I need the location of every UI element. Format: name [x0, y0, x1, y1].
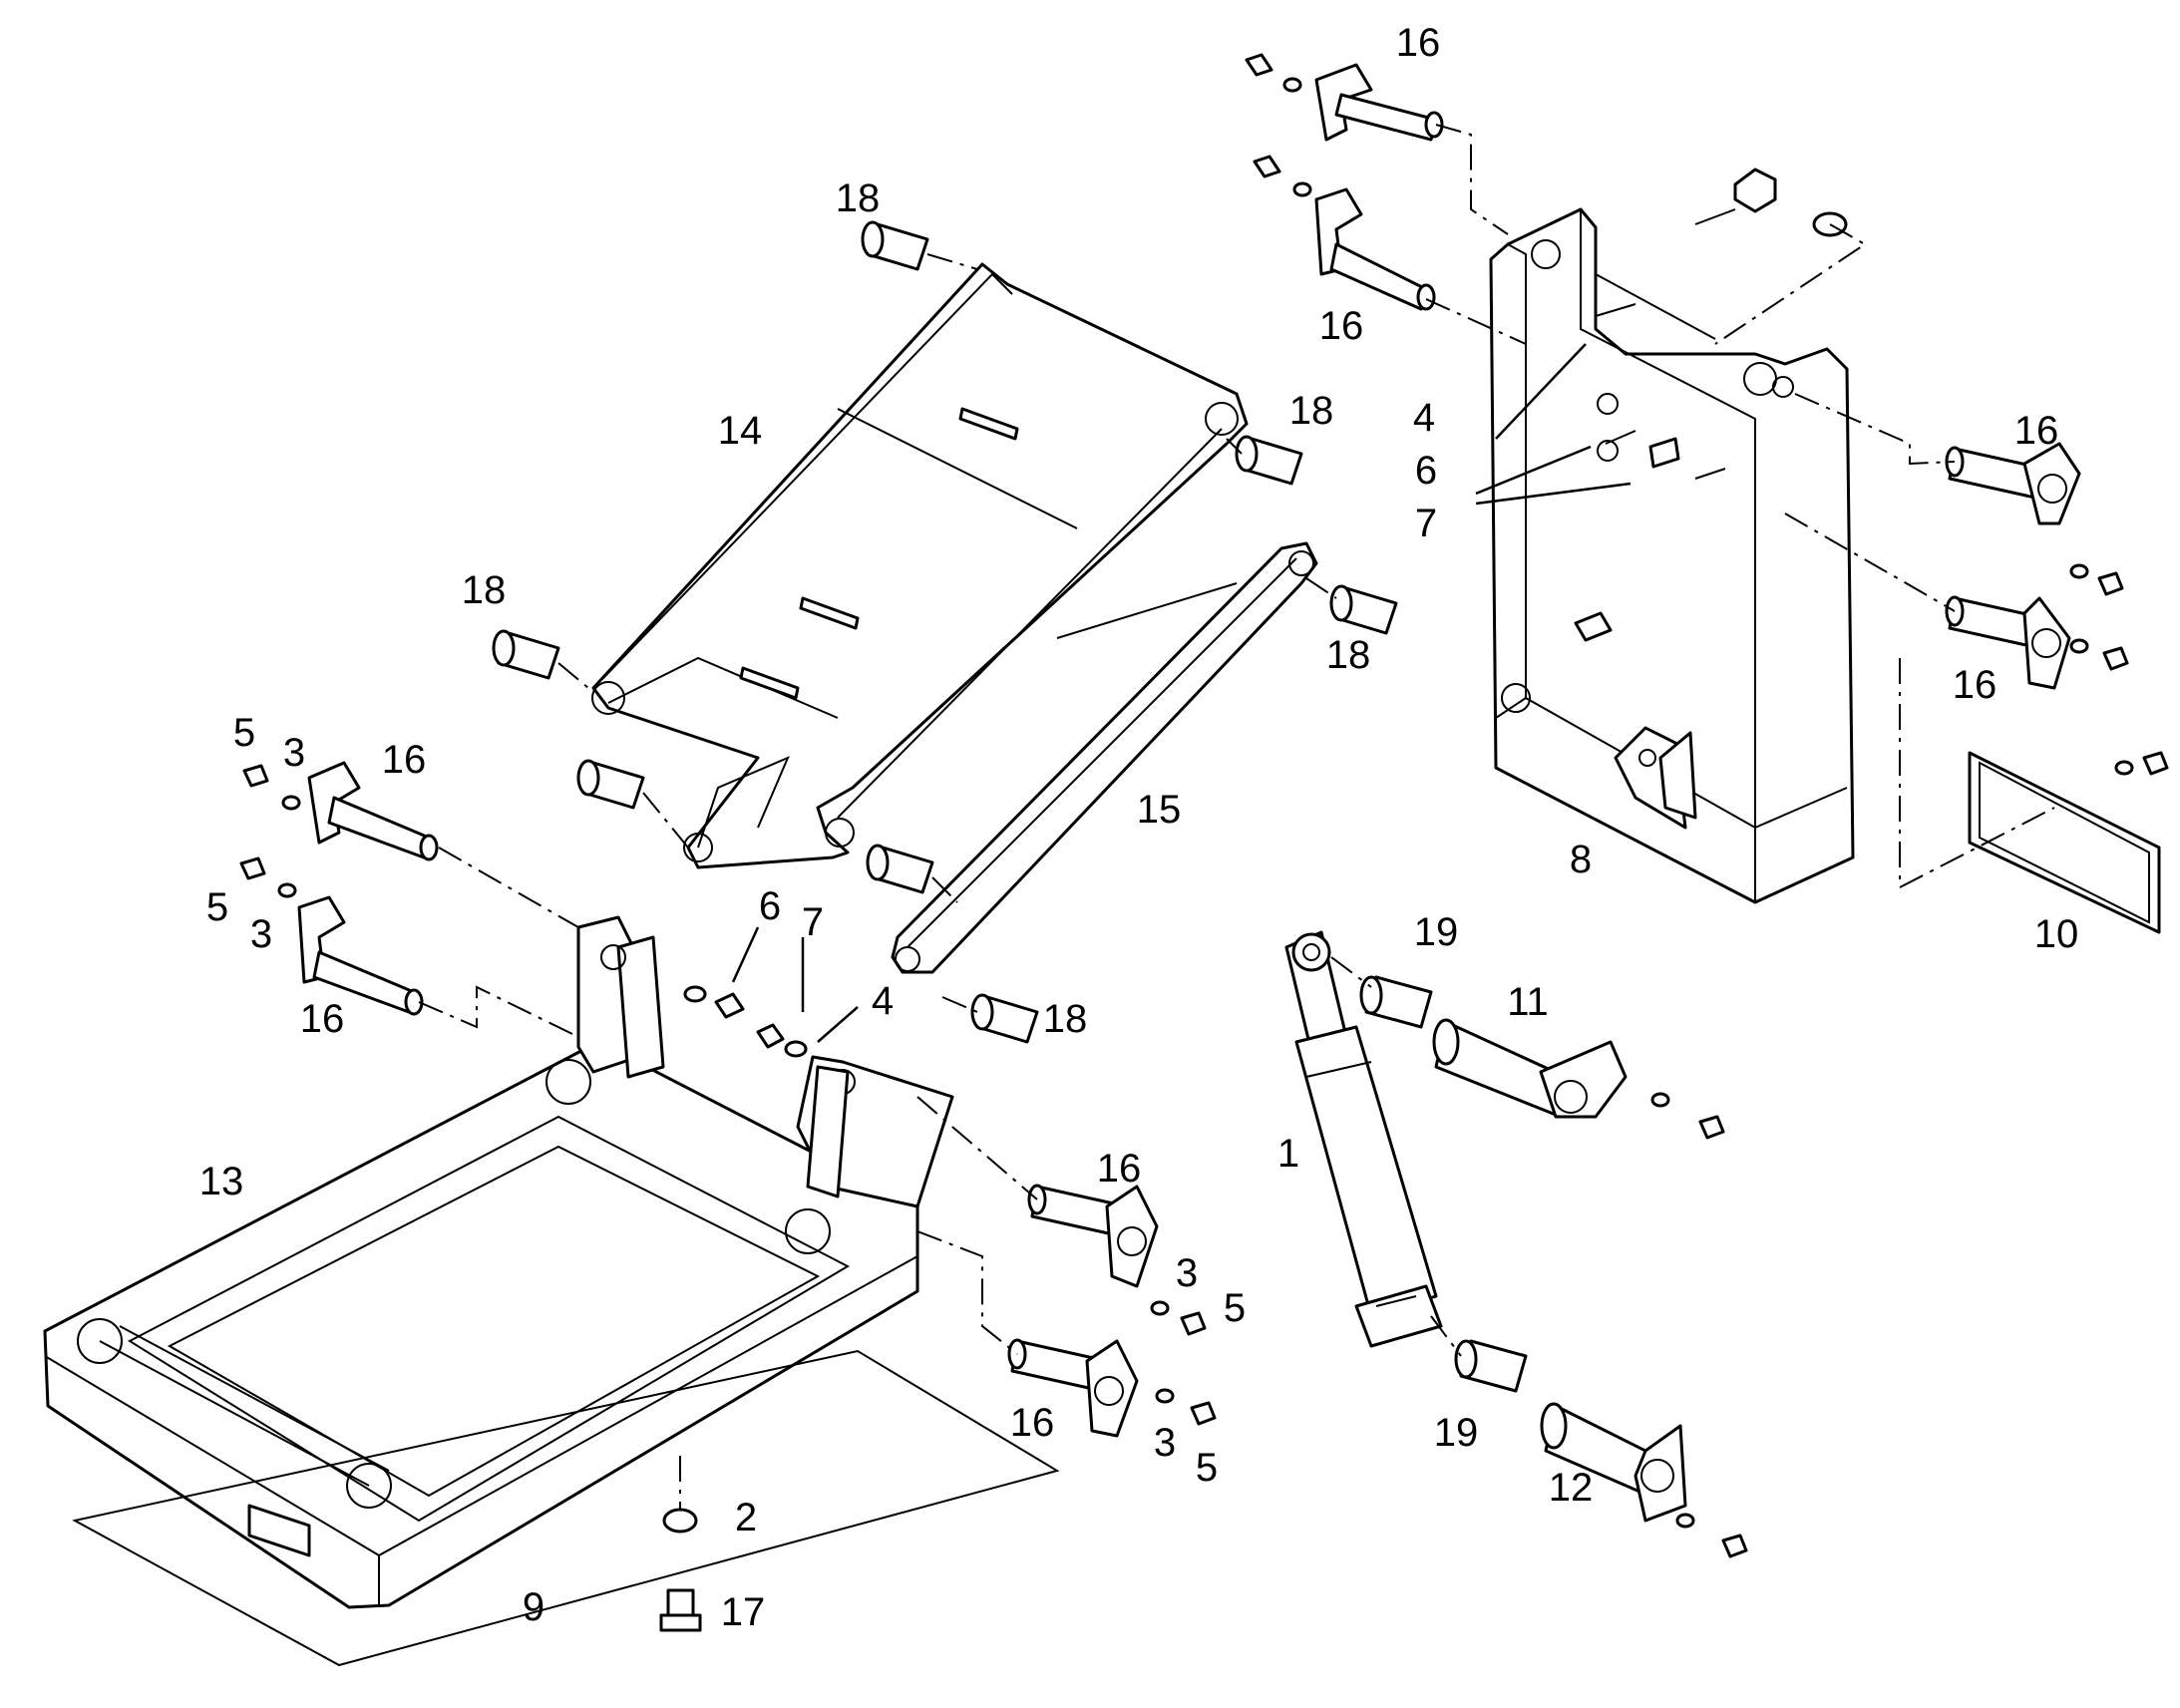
label-7: 7	[1415, 502, 1437, 545]
label-16: 16	[382, 738, 427, 782]
bushing-part-18-center	[866, 844, 934, 894]
label-3: 3	[250, 912, 272, 956]
label-16: 16	[300, 997, 345, 1041]
cover-plate-part-10	[1968, 751, 2161, 934]
label-11: 11	[1507, 980, 1549, 1024]
label-1: 1	[1277, 1132, 1299, 1176]
label-4: 4	[872, 979, 894, 1023]
label-12: 12	[1549, 1466, 1594, 1510]
label-3: 3	[1154, 1421, 1176, 1465]
label-13: 13	[199, 1160, 244, 1203]
label-5: 5	[1224, 1286, 1246, 1330]
label-7: 7	[802, 900, 824, 944]
label-16: 16	[1097, 1147, 1142, 1191]
label-16: 16	[1953, 663, 1998, 707]
label-18: 18	[1289, 389, 1334, 433]
pin-part-16-top-1	[1314, 63, 1444, 142]
label-18: 18	[1326, 633, 1371, 677]
label-5: 5	[1196, 1446, 1218, 1490]
fastener-hardware	[239, 53, 2169, 1632]
label-3: 3	[283, 731, 305, 775]
pin-part-16-right-1	[1945, 442, 2081, 525]
pin-part-11	[1432, 1018, 1628, 1119]
pin-part-12	[1540, 1402, 1687, 1523]
pin-part-16-left-1	[307, 761, 439, 861]
label-19: 19	[1414, 910, 1459, 954]
label-18: 18	[1043, 997, 1088, 1041]
bushing-part-18-top	[861, 220, 929, 271]
label-18: 18	[836, 176, 881, 220]
pin-part-16-left-2	[297, 895, 424, 1016]
label-10: 10	[2034, 912, 2079, 956]
upright-frame-part-8	[1489, 207, 1855, 904]
link-rod-part-15	[891, 541, 1318, 974]
label-14: 14	[718, 409, 763, 453]
bushing-part-18-lower-right	[1329, 584, 1398, 635]
label-3: 3	[1176, 1251, 1198, 1295]
label-16: 16	[1396, 21, 1441, 65]
label-6: 6	[1415, 449, 1437, 493]
bushing-part-19-lower	[1454, 1339, 1528, 1393]
label-16: 16	[2014, 409, 2059, 453]
label-4: 4	[1413, 396, 1435, 440]
bushing-part-18-right	[1235, 435, 1303, 486]
bottom-plate-part-9	[72, 1349, 1060, 1667]
leader-arrows	[731, 343, 1632, 1043]
label-2: 2	[735, 1496, 757, 1539]
label-18: 18	[462, 568, 507, 612]
label-5: 5	[233, 711, 255, 755]
label-8: 8	[1570, 838, 1592, 881]
label-5: 5	[206, 885, 228, 929]
label-16: 16	[1010, 1401, 1055, 1445]
label-6: 6	[759, 884, 781, 928]
bushing-part-18-bottom	[970, 993, 1039, 1044]
label-9: 9	[523, 1585, 545, 1629]
pin-part-16-bottom-2	[1007, 1338, 1139, 1438]
label-15: 15	[1137, 788, 1182, 832]
pin-part-16-bottom-1	[1027, 1184, 1159, 1288]
centre-lines	[418, 124, 2055, 1511]
bushing-part-18-left	[492, 629, 560, 680]
label-17: 17	[721, 1590, 766, 1634]
pin-part-16-top-2	[1314, 187, 1436, 311]
label-19: 19	[1434, 1411, 1479, 1455]
bushing-part-18-mid	[576, 759, 645, 810]
bushing-part-19-upper	[1359, 975, 1433, 1029]
part-number-labels: 16 16 16 16 16 16 16 16 18 18 18 18 18 1…	[199, 21, 2079, 1634]
base-frame-part-13	[43, 915, 954, 1609]
label-16: 16	[1319, 304, 1364, 348]
boom-arm-part-14	[591, 262, 1249, 869]
hydraulic-cylinder-part-1	[1284, 930, 1443, 1348]
